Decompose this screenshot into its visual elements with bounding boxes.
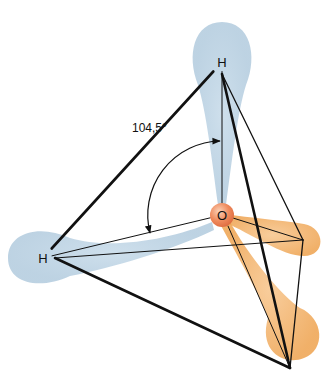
tetrahedron-edges (55, 74, 303, 368)
h-orbital (193, 22, 252, 205)
oxygen-atom: O (210, 203, 234, 227)
hydrogen-atom: H (36, 251, 50, 266)
tetrahedron-edge (52, 72, 214, 249)
atom-symbol: H (217, 56, 226, 69)
bond-line (52, 218, 210, 256)
angle-arc (148, 141, 220, 233)
h-orbital (8, 222, 214, 283)
atom-symbol: H (38, 252, 47, 265)
atom-symbol: O (217, 209, 227, 222)
angle-label: 104,5° (132, 121, 167, 135)
hydrogen-atom: H (215, 55, 229, 70)
bond-line (222, 72, 223, 204)
lone-pair-lobe (220, 218, 319, 360)
